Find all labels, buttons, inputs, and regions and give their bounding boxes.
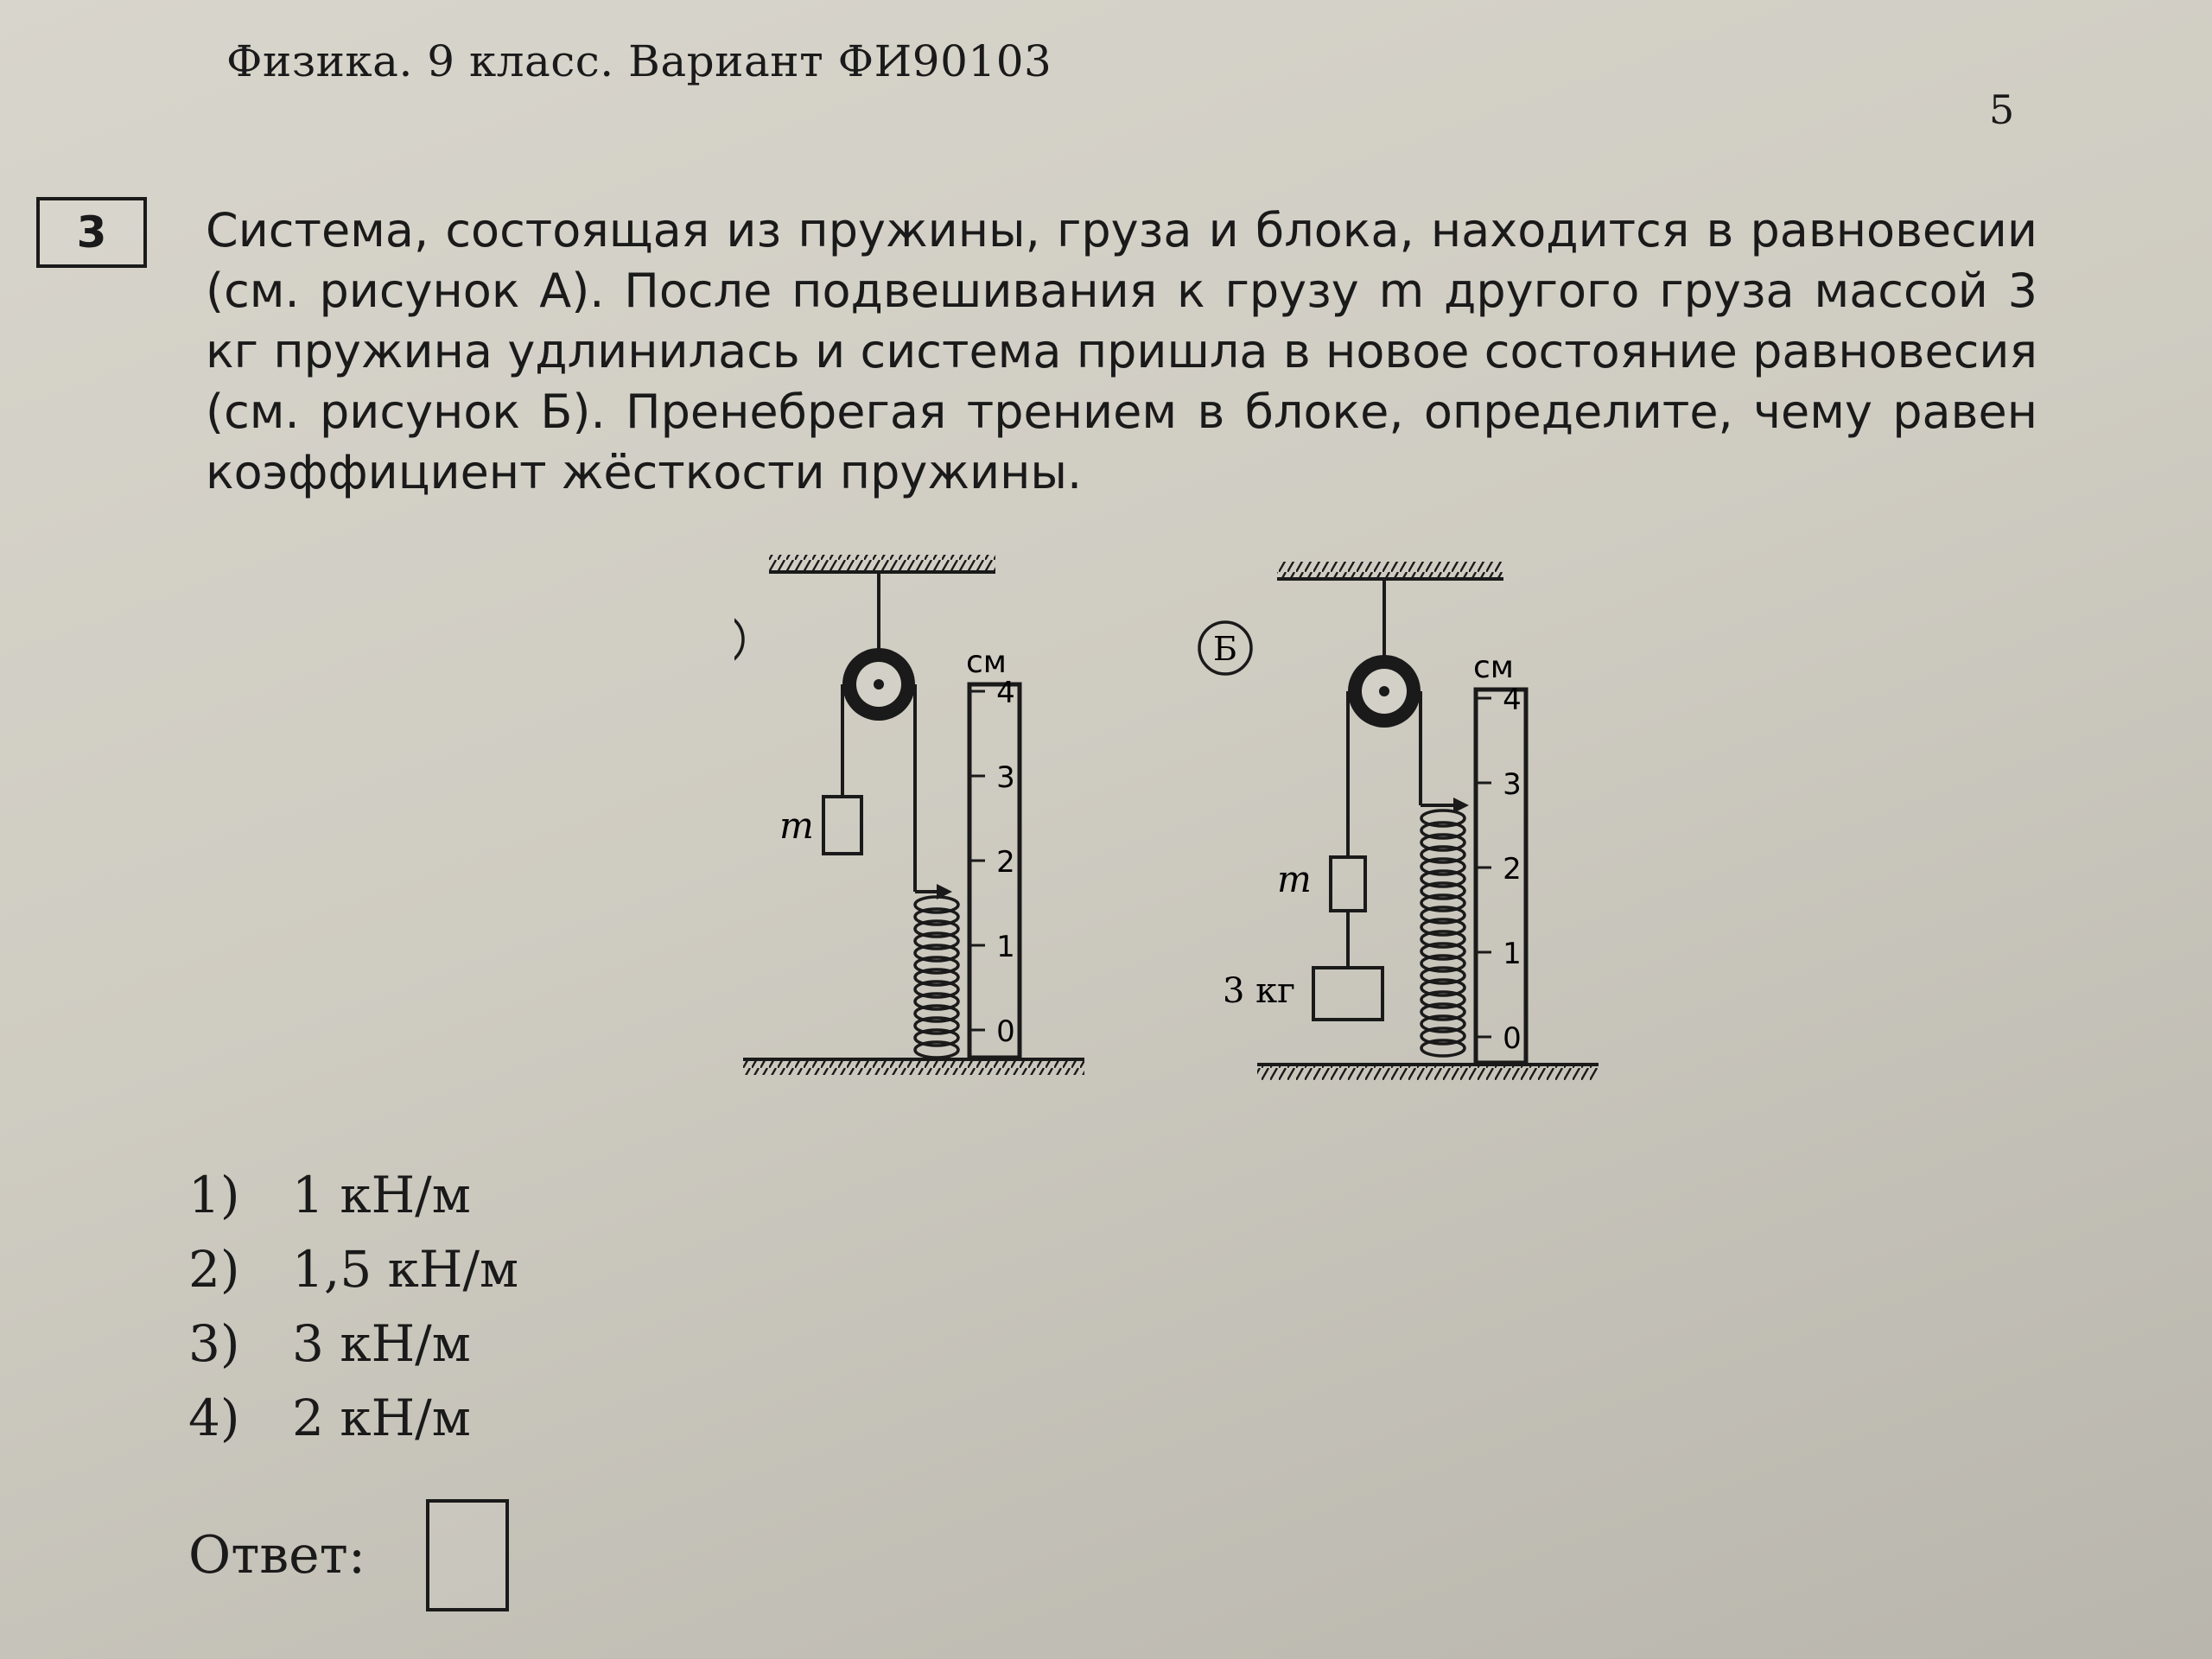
spring-coil — [1420, 809, 1466, 828]
spring-coil — [913, 1004, 960, 1023]
ceiling-hatch-a — [769, 555, 995, 572]
task-number-box: 3 — [36, 197, 147, 268]
task-statement: Система, состоящая из пружины, груза и б… — [206, 203, 2037, 499]
ruler-unit-b: см — [1473, 650, 1514, 685]
spring-coil — [913, 919, 960, 938]
spring-coil — [1420, 833, 1466, 852]
option-text: 2 кН/м — [292, 1389, 471, 1447]
spring-coil — [1420, 942, 1466, 961]
spring-coil — [1420, 1014, 1466, 1033]
option-1[interactable]: 1) 1 кН/м — [188, 1158, 518, 1232]
spring-coil — [913, 895, 960, 914]
figure-b: m 3 кг см 4 3 2 1 0 Б — [1198, 562, 1599, 1080]
option-text: 1,5 кН/м — [292, 1240, 519, 1299]
spring-coil — [1420, 918, 1466, 937]
option-2[interactable]: 2) 1,5 кН/м — [188, 1232, 518, 1306]
option-number: 1) — [188, 1166, 240, 1224]
ruler-ticks-a: 4 3 2 1 0 — [971, 676, 1015, 1049]
floor-hatch-b — [1257, 1065, 1599, 1080]
mass-3kg-b — [1312, 966, 1384, 1021]
option-number: 3) — [188, 1314, 240, 1373]
page-number: 5 — [1989, 86, 2015, 133]
option-number: 2) — [188, 1240, 240, 1299]
floor-hatch-a — [743, 1059, 1084, 1075]
spring-coil — [1420, 845, 1466, 864]
spring-coil — [913, 992, 960, 1011]
spring-coil — [913, 980, 960, 999]
spring-coil — [913, 956, 960, 975]
ruler-tick-label: 2 — [1503, 852, 1522, 887]
ruler-tick-label: 4 — [1503, 683, 1522, 717]
option-text: 1 кН/м — [292, 1166, 471, 1224]
spring-coil — [913, 968, 960, 987]
option-4[interactable]: 4) 2 кН/м — [188, 1381, 518, 1455]
spring-coil — [1420, 893, 1466, 912]
mass-3kg-label-b: 3 кг — [1223, 971, 1295, 1011]
spring-coil — [1420, 857, 1466, 876]
ruler-tick-label: 1 — [996, 930, 1015, 964]
answer-box[interactable] — [426, 1499, 510, 1611]
spring-coil — [913, 931, 960, 950]
spring-coil — [1420, 954, 1466, 973]
mass-m-a — [822, 795, 863, 855]
ruler-tick-label: 2 — [996, 845, 1015, 880]
mass-label-b: m — [1277, 858, 1312, 900]
spring-coil — [913, 1028, 960, 1047]
spring-b — [1420, 809, 1466, 1058]
option-3[interactable]: 3) 3 кН/м — [188, 1306, 518, 1381]
option-number: 4) — [188, 1389, 240, 1447]
spring-coil — [1420, 1027, 1466, 1046]
answer-row: Ответ: — [188, 1499, 510, 1611]
ruler-unit-a: см — [966, 645, 1007, 680]
spring-coil — [1420, 869, 1466, 888]
spring-coil — [913, 1016, 960, 1035]
figure-b-label: Б — [1213, 630, 1237, 668]
ruler-tick-label: 3 — [996, 760, 1015, 795]
spring-coil — [1420, 1002, 1466, 1021]
spring-coil — [1420, 821, 1466, 840]
figure-b-label-circle — [1198, 620, 1253, 676]
spring-coil — [1420, 966, 1466, 985]
ceiling-hatch-b — [1277, 562, 1503, 579]
mass-m-b — [1329, 855, 1367, 912]
answer-options: 1) 1 кН/м 2) 1,5 кН/м 3) 3 кН/м 4) 2 кН/… — [188, 1158, 518, 1455]
pulley-axle-b — [1379, 686, 1389, 696]
ruler-tick-label: 0 — [1503, 1021, 1522, 1056]
answer-label: Ответ: — [188, 1525, 366, 1586]
spring-coil — [913, 907, 960, 926]
spring-coil — [1420, 906, 1466, 925]
task-number: 3 — [76, 207, 107, 257]
spring-coil — [913, 944, 960, 963]
spring-coil — [1420, 990, 1466, 1009]
ruler-tick-label: 0 — [996, 1014, 1015, 1049]
option-text: 3 кН/м — [292, 1314, 471, 1373]
spring-coil — [1420, 1039, 1466, 1058]
spring-coil — [1420, 930, 1466, 949]
pointer-arrow-b — [1453, 798, 1469, 813]
figure-a-label-circle — [734, 618, 745, 661]
page-header: Физика. 9 класс. Вариант ФИ90103 — [226, 36, 1052, 86]
spring-coil — [1420, 881, 1466, 900]
spring-coil — [1420, 978, 1466, 997]
mass-label-a: m — [779, 804, 814, 847]
ruler-ticks-b: 4 3 2 1 0 — [1478, 683, 1522, 1056]
ruler-tick-label: 4 — [996, 676, 1015, 710]
ruler-tick-label: 1 — [1503, 937, 1522, 971]
ruler-tick-label: 3 — [1503, 767, 1522, 802]
spring-a — [913, 895, 960, 1059]
pulley-axle-a — [874, 679, 884, 690]
